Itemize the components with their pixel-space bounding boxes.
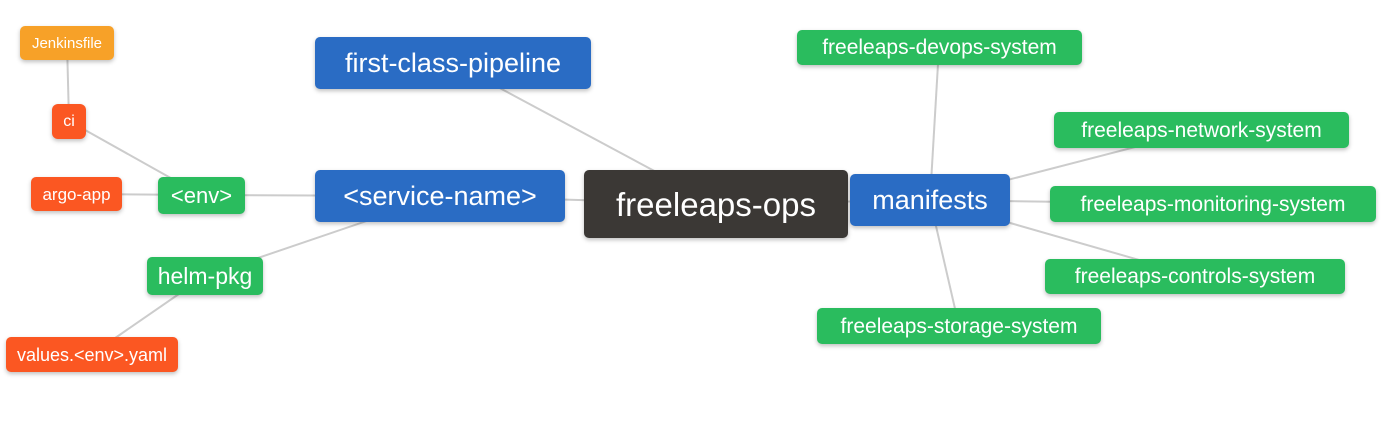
node-first-class-pipeline[interactable]: first-class-pipeline [315,37,591,89]
node-values-env-yaml[interactable]: values.<env>.yaml [6,337,178,372]
node-jenkinsfile[interactable]: Jenkinsfile [20,26,114,60]
node-env[interactable]: <env> [158,177,245,214]
node-storage-system[interactable]: freeleaps-storage-system [817,308,1101,344]
node-network-system[interactable]: freeleaps-network-system [1054,112,1349,148]
node-helm-pkg[interactable]: helm-pkg [147,257,263,295]
node-ci[interactable]: ci [52,104,86,139]
node-argo-app[interactable]: argo-app [31,177,122,211]
node-controls-system[interactable]: freeleaps-controls-system [1045,259,1345,294]
node-monitoring-system[interactable]: freeleaps-monitoring-system [1050,186,1376,222]
node-manifests[interactable]: manifests [850,174,1010,226]
node-freeleaps-ops-root[interactable]: freeleaps-ops [584,170,848,238]
node-service-name[interactable]: <service-name> [315,170,565,222]
node-devops-system[interactable]: freeleaps-devops-system [797,30,1082,65]
